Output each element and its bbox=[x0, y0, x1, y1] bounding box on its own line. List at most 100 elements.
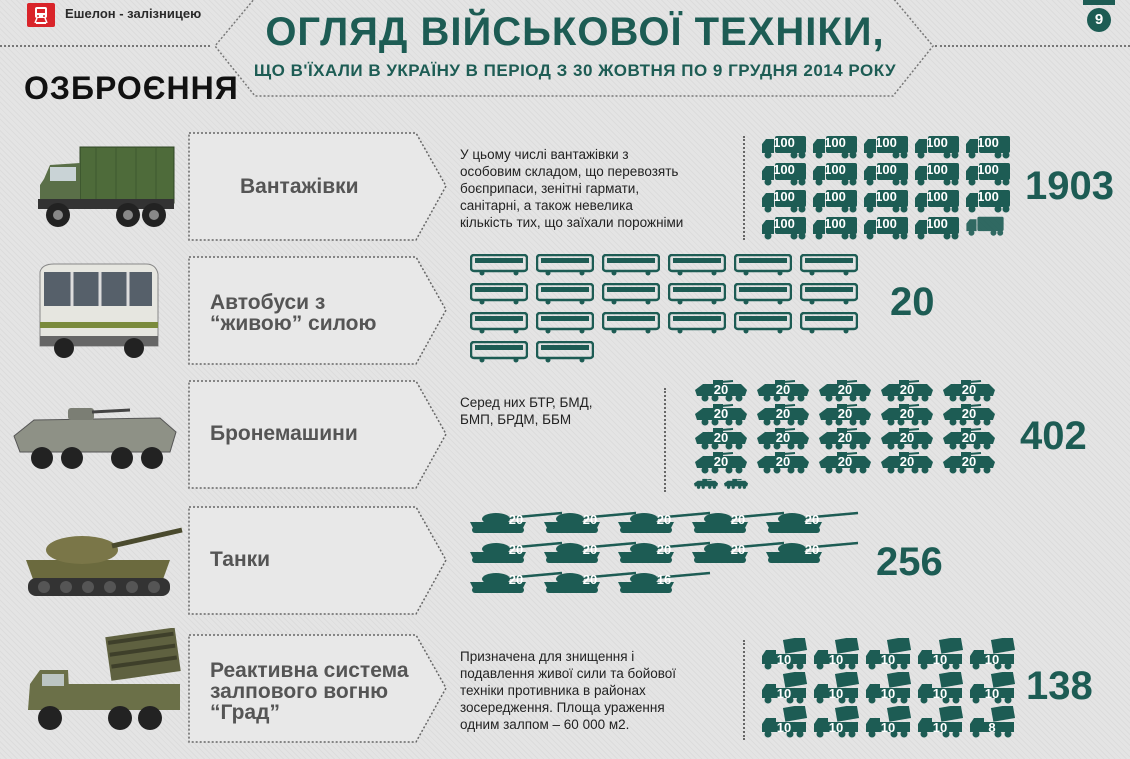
tank-icon-value: 20 bbox=[582, 542, 598, 557]
page-subtitle: ЩО В'ЇХАЛИ В УКРАЇНУ В ПЕРІОД З 30 ЖОВТН… bbox=[253, 61, 897, 80]
bus-icon bbox=[470, 312, 528, 334]
count-tanks: 256 bbox=[876, 540, 943, 584]
apc-icon: 20 bbox=[879, 452, 935, 474]
apc-icon-value: 20 bbox=[775, 454, 791, 469]
apc-icon: 20 bbox=[817, 404, 873, 426]
header-divider-right bbox=[935, 45, 1130, 47]
tank-icon-value: 16 bbox=[656, 572, 672, 587]
rocket-launcher-icon-value: 10 bbox=[828, 686, 844, 701]
truck-icon: 100 bbox=[862, 215, 910, 241]
count-trucks: 1903 bbox=[1025, 164, 1114, 208]
rocket-launcher-icon: 10 bbox=[968, 638, 1016, 670]
tank-photo bbox=[20, 520, 184, 607]
separator-grad bbox=[743, 640, 745, 740]
rocket-launcher-icon: 10 bbox=[916, 706, 964, 738]
truck-icon: 100 bbox=[913, 161, 961, 187]
rocket-launcher-icon-value: 10 bbox=[984, 652, 1000, 667]
apc-icon-value: 20 bbox=[899, 454, 915, 469]
bus-icon bbox=[470, 254, 528, 276]
count-grad: 138 bbox=[1026, 664, 1093, 708]
apc-icon: 20 bbox=[817, 428, 873, 450]
label-armored: Бронемашини bbox=[210, 422, 358, 445]
tank-icon: 20 bbox=[468, 510, 564, 534]
apc-photo bbox=[10, 404, 180, 477]
bus-icon bbox=[734, 283, 792, 305]
tank-icon-value: 20 bbox=[508, 572, 524, 587]
truck-icon-value: 100 bbox=[773, 216, 795, 231]
icon-grid-buses bbox=[470, 254, 866, 370]
truck-icon: 100 bbox=[760, 215, 808, 241]
rocket-launcher-icon-value: 10 bbox=[880, 652, 896, 667]
truck-icon: 100 bbox=[862, 188, 910, 214]
railway-logo-icon bbox=[27, 3, 55, 27]
separator-trucks bbox=[743, 136, 745, 240]
truck-icon: 100 bbox=[811, 134, 859, 160]
truck-icon-value: 100 bbox=[824, 216, 846, 231]
page-tab bbox=[1083, 0, 1115, 5]
bus-icon bbox=[800, 283, 858, 305]
logo-label: Ешелон - залізницею bbox=[65, 6, 202, 21]
truck-icon: 100 bbox=[913, 188, 961, 214]
rocket-launcher-icon-value: 10 bbox=[880, 720, 896, 735]
rocket-launcher-icon-value: 10 bbox=[776, 652, 792, 667]
rocket-launcher-icon: 10 bbox=[760, 706, 808, 738]
apc-icon-value: 20 bbox=[775, 382, 791, 397]
apc-icon-value: 20 bbox=[837, 382, 853, 397]
truck-icon-value: 100 bbox=[875, 216, 897, 231]
apc-icon: 20 bbox=[693, 452, 749, 474]
bus-icon bbox=[536, 254, 594, 276]
truck-icon: 100 bbox=[862, 161, 910, 187]
bus-icon bbox=[602, 312, 660, 334]
tank-icon-value: 20 bbox=[804, 542, 820, 557]
truck-icon-value: 100 bbox=[773, 135, 795, 150]
truck-icon: 100 bbox=[760, 134, 808, 160]
apc-icon-value: 20 bbox=[713, 430, 729, 445]
apc-icon-value: 20 bbox=[713, 382, 729, 397]
truck-icon: 100 bbox=[964, 134, 1012, 160]
truck-icon: 100 bbox=[964, 161, 1012, 187]
rocket-launcher-icon: 10 bbox=[760, 638, 808, 670]
bus-icon bbox=[668, 283, 726, 305]
tank-icon: 20 bbox=[764, 510, 860, 534]
apc-icon: 20 bbox=[755, 428, 811, 450]
label-tanks: Танки bbox=[210, 548, 271, 571]
label-frame-trucks bbox=[188, 132, 447, 241]
section-title: ОЗБРОЄННЯ bbox=[24, 70, 239, 106]
truck-icon-value: 100 bbox=[875, 135, 897, 150]
truck-icon-value: 100 bbox=[926, 162, 948, 177]
apc-icon: 20 bbox=[693, 380, 749, 402]
apc-icon: 20 bbox=[817, 380, 873, 402]
label-frame-buses bbox=[188, 256, 447, 365]
rocket-launcher-icon-value: 10 bbox=[828, 720, 844, 735]
description-armored: Серед них БТР, БМД, БМП, БРДМ, ББМ bbox=[460, 395, 593, 427]
truck-icon: 100 bbox=[913, 134, 961, 160]
rocket-launcher-icon: 10 bbox=[968, 672, 1016, 704]
apc-icon: 20 bbox=[879, 380, 935, 402]
rocket-launcher-icon: 10 bbox=[864, 672, 912, 704]
tank-icon-value: 20 bbox=[508, 542, 524, 557]
bus-icon bbox=[536, 283, 594, 305]
tank-icon: 20 bbox=[690, 540, 786, 564]
apc-icon-value: 20 bbox=[961, 430, 977, 445]
label-frame-tanks bbox=[188, 506, 447, 615]
tank-icon: 20 bbox=[468, 540, 564, 564]
rocket-launcher-icon-value: 10 bbox=[932, 652, 948, 667]
truck-icon: 100 bbox=[811, 215, 859, 241]
bus-icon bbox=[536, 312, 594, 334]
truck-icon-value: 100 bbox=[824, 135, 846, 150]
apc-icon-small bbox=[723, 478, 749, 490]
tank-icon: 20 bbox=[616, 540, 712, 564]
apc-icon-value: 20 bbox=[899, 382, 915, 397]
apc-icon-value: 20 bbox=[961, 382, 977, 397]
rocket-launcher-icon-value: 10 bbox=[932, 686, 948, 701]
bus-icon bbox=[470, 341, 528, 363]
rocket-launcher-icon-value: 10 bbox=[776, 720, 792, 735]
tank-icon: 20 bbox=[616, 510, 712, 534]
label-frame-grad bbox=[188, 634, 447, 743]
rocket-launcher-icon: 10 bbox=[864, 706, 912, 738]
bus-photo bbox=[34, 262, 162, 367]
bus-icon bbox=[734, 312, 792, 334]
bus-icon bbox=[800, 254, 858, 276]
truck-icon: 100 bbox=[862, 134, 910, 160]
apc-icon: 20 bbox=[693, 428, 749, 450]
